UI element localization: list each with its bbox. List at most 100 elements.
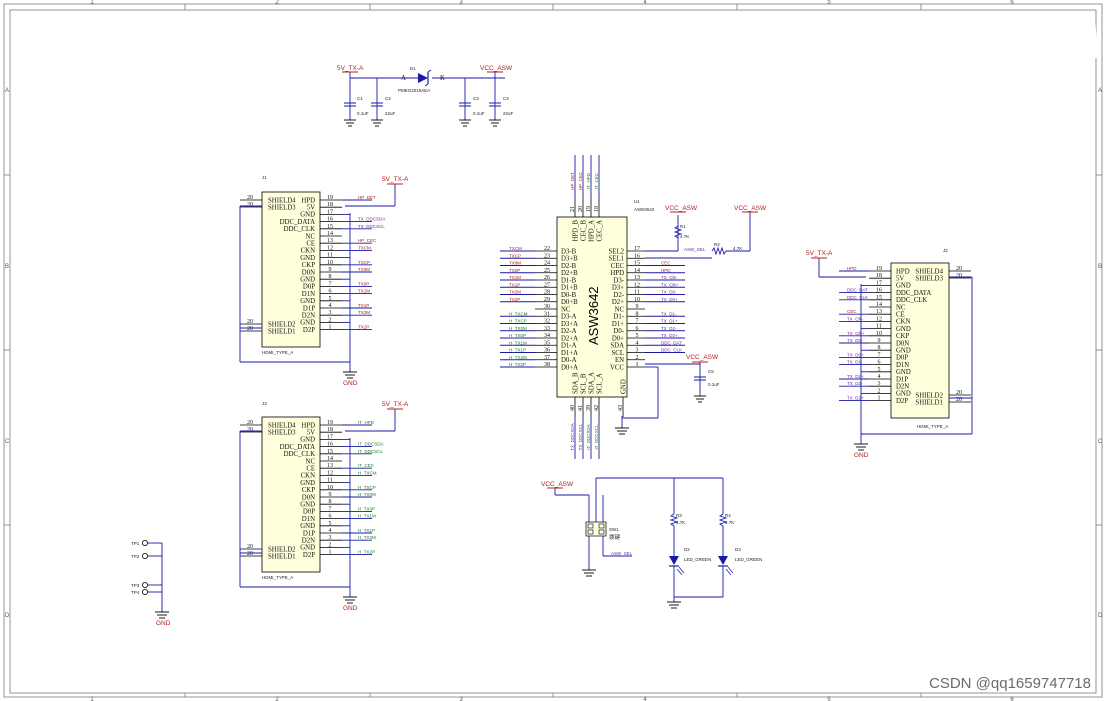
u1-left-net-label: H_TX2M — [509, 355, 527, 360]
j1-pin-name: D2P — [303, 327, 315, 334]
u1-left-pin-name: D1+A — [561, 350, 578, 357]
row-label-c: C — [5, 439, 10, 445]
connector-bodies: J1 HDMI_TYPE_A J3 HDMI_TYPE_A J2 HDMI_TY… — [261, 175, 950, 580]
col-label-3: 3 — [459, 0, 463, 6]
j1-pin-num: 4 — [329, 303, 332, 309]
col-label-6-bottom: 6 — [1010, 697, 1014, 701]
j3-pin-num: 3 — [329, 535, 332, 541]
j2-shield-bottom-name: SHIELD1 — [915, 399, 943, 406]
j3-pin-name: NC — [306, 458, 316, 465]
testpoint-tp1 — [141, 540, 148, 547]
u1-left-pin-name: NC — [561, 306, 571, 313]
u1-top-pin-num: 18 — [594, 206, 600, 212]
j2-pin-num: 18 — [876, 273, 882, 279]
j1-pin-name: D0P — [303, 284, 315, 291]
j2-net-label: TX_D1- — [847, 360, 863, 365]
r1-ref: R1 — [680, 224, 686, 229]
u1-right-pin-name: D1+ — [612, 321, 624, 328]
connector-power-flags: 5V_TX-A 5V_TX-A 5V_TX-A — [382, 176, 833, 410]
u1-top-pin-num: 21 — [570, 206, 576, 212]
j2-shield-bottom-name: SHIELD2 — [915, 392, 943, 399]
cap-c4-ref: C4 — [503, 96, 509, 101]
j3-pin-name: D1N — [302, 516, 315, 523]
j3-pin-num: 13 — [327, 463, 333, 469]
j2-shield-top-name: SHIELD4 — [915, 268, 943, 275]
u1-left-pin-name: D3+B — [561, 256, 578, 263]
diode-d1-ref: D1 — [410, 66, 416, 71]
j2-pin-name: D0N — [896, 340, 909, 347]
u1-top-pin-name: CEC_B — [580, 220, 587, 242]
j1-pin-name: CE — [306, 241, 315, 248]
u1-body — [556, 216, 628, 398]
u1-right-net-label: TX_Clk+ — [661, 282, 679, 287]
u1-left-pin-num: 38 — [544, 362, 550, 368]
j3-pin-name: DDC_DATA — [280, 444, 315, 451]
u1-right-net-label: TX_D0+ — [661, 297, 678, 302]
cap-c3-ref: C3 — [473, 96, 479, 101]
j2-net-label: TX_D2- — [847, 381, 863, 386]
j1-pin-num: 13 — [327, 238, 333, 244]
u1-left-pin-num: 25 — [544, 268, 550, 274]
u1-left-net-label: TX1M — [509, 275, 521, 280]
j3-net-label: IT_DDCSDA — [358, 442, 384, 447]
u1-bottom-net-label: IT_DDCSCL — [594, 424, 599, 450]
sw1-vcc-label: VCC_ASW — [541, 481, 574, 488]
j1-pin-name: HPD — [301, 197, 315, 204]
u1-left-pin-num: 30 — [544, 304, 550, 310]
diode-d1-cathode: K — [440, 75, 445, 82]
j3-pin-num: 6 — [329, 514, 332, 520]
j1-pin-name: D2N — [302, 313, 315, 320]
j3-gnd-label: GND — [343, 605, 358, 612]
j3-part: HDMI_TYPE_A — [262, 575, 293, 580]
j2-pin-name: D2N — [896, 384, 909, 391]
j2-net-label: TX_D0- — [847, 338, 863, 343]
d3-ref: D3 — [735, 547, 741, 552]
cap-c4-value: 22uF — [503, 111, 514, 116]
j1-pin-num: 19 — [327, 195, 333, 201]
u1-right-pin-num: 16 — [634, 253, 640, 259]
j3-pin-name: GND — [300, 502, 315, 509]
u1-right-pin-num: 6 — [636, 326, 639, 332]
j1-pin-name: GND — [300, 255, 315, 262]
u1-top-pin-name: HPD_B — [572, 220, 579, 242]
u1-top-pin-name: HPD_A — [588, 220, 595, 242]
r4-ref: R4 — [725, 513, 731, 518]
r1-vcc-label: VCC_ASW — [665, 205, 698, 212]
j3-ref: J3 — [262, 401, 267, 406]
u1-left-pin-num: 26 — [544, 275, 550, 281]
cap-c1-ref: C1 — [357, 96, 363, 101]
j2-pin-num: 19 — [876, 266, 882, 272]
j2-body — [890, 262, 950, 419]
j3-pin-name: CKP — [302, 487, 315, 494]
u1-right-pin-name: HPD — [610, 270, 624, 277]
u1-left-pin-name: D2-B — [561, 263, 577, 270]
d3-part: LED_GREEN — [735, 557, 762, 562]
j1-ref: J1 — [262, 175, 267, 180]
u1-right-pin-name: D3+ — [612, 285, 624, 292]
switch-sw1[interactable] — [585, 521, 607, 537]
col-label-4-bottom: 4 — [643, 697, 647, 701]
u1-left-net-label: H_TX0M — [509, 326, 527, 331]
u1-right-pin-name: D1- — [613, 314, 624, 321]
j1-pin-num: 17 — [327, 209, 333, 215]
j2-pin-name: 5V — [896, 276, 904, 283]
u1-top-net-label: IT_HPD — [586, 172, 591, 189]
u1-right-net-label: DDC_CLK — [661, 348, 682, 353]
j3-pin-name: D1P — [303, 530, 315, 537]
j3-net-label: IT_CEC — [358, 463, 375, 468]
tp1-label: TP1 — [131, 541, 140, 546]
j3-pin-name: GND — [300, 437, 315, 444]
j3-pin-num: 4 — [329, 528, 332, 534]
u1-left-pin-name: D0-B — [561, 292, 577, 299]
j3-pin-num: 12 — [327, 470, 333, 476]
u1-right-pin-num: 8 — [636, 311, 639, 317]
u1-right-net-label: TX_D1- — [661, 311, 677, 316]
j2-net-label: TX_D1+ — [847, 374, 864, 379]
j2-pin-num: 12 — [876, 316, 882, 322]
u1-right-pin-num: 1 — [636, 362, 639, 368]
u1-top-net-label: IT_CEC — [594, 172, 599, 189]
j3-pin-num: 2 — [329, 542, 332, 548]
j3-pin-num: 5 — [329, 521, 332, 527]
testpoint-tp4 — [141, 589, 148, 596]
